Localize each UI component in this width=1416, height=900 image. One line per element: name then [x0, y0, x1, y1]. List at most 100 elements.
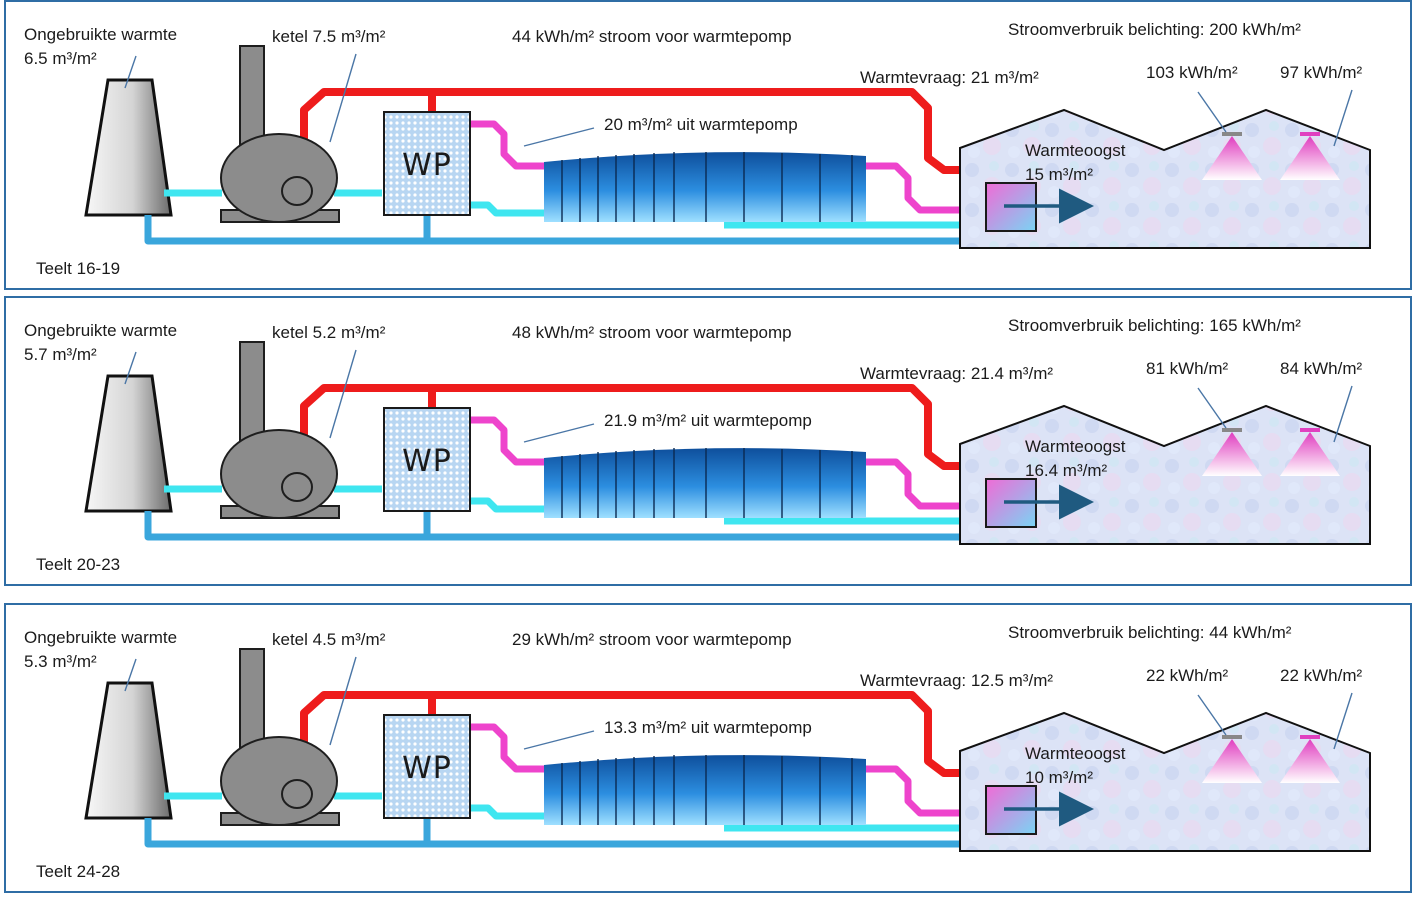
heatpump-box [383, 714, 471, 819]
greenhouse [959, 711, 1371, 852]
heatpump-box [383, 407, 471, 512]
panel-frame [4, 296, 1412, 586]
period-label: Teelt 20-23 [36, 555, 121, 574]
heatpump-pipe-out [470, 416, 544, 466]
return-pipe [144, 511, 968, 541]
heatpump-label: WP [402, 148, 452, 183]
lamp-left-label: 22 kWh/m² [1146, 666, 1229, 685]
heatpump: WP [383, 714, 471, 819]
heatpump-pipe-in [866, 162, 988, 214]
period-label: Teelt 16-19 [36, 259, 121, 278]
heatpump-pipe-in [866, 765, 988, 817]
buffer-tank [544, 152, 866, 222]
lamp-left-label: 103 kWh/m² [1146, 63, 1238, 82]
buffer-tank [544, 755, 866, 825]
period-label: Teelt 24-28 [36, 862, 121, 881]
boiler-body [220, 429, 338, 519]
cooling-tower [84, 374, 173, 513]
lamp-right-label: 84 kWh/m² [1280, 359, 1363, 378]
heatpump-pipe-in [866, 458, 988, 510]
lamp-left [1202, 132, 1262, 180]
tank-ribs [561, 152, 853, 222]
heat-harvest-value: 10 m³/m² [1025, 768, 1093, 787]
heatpump-label: WP [402, 751, 452, 786]
unused-heat-value: 6.5 m³/m² [24, 49, 97, 68]
heat-harvest-title: Warmteoogst [1025, 141, 1126, 160]
heatpump-output-label: 20 m³/m² uit warmtepomp [604, 115, 798, 134]
greenhouse [959, 404, 1371, 545]
heat-demand-label: Warmtevraag: 21.4 m³/m² [860, 364, 1054, 383]
leader-lines [124, 53, 1353, 147]
heatpump-pipe-out [470, 723, 544, 773]
lamp-right [1280, 428, 1340, 476]
pipes [144, 384, 988, 541]
boiler-label: ketel 5.2 m³/m² [272, 323, 386, 342]
heatpump: WP [383, 111, 471, 216]
system-diagram: WP [84, 341, 1371, 545]
cooling-tower [84, 78, 173, 217]
lamp-right [1280, 132, 1340, 180]
buffer-tank [544, 448, 866, 518]
heatpump: WP [383, 407, 471, 512]
heatpump-power-label: 48 kWh/m² stroom voor warmtepomp [512, 323, 792, 342]
heatpump-output-label: 21.9 m³/m² uit warmtepomp [604, 411, 812, 430]
lamp-right-label: 22 kWh/m² [1280, 666, 1363, 685]
return-pipe [144, 215, 968, 245]
heat-demand-label: Warmtevraag: 21 m³/m² [860, 68, 1039, 87]
panel-frame [4, 603, 1412, 893]
heatpump-output-label: 13.3 m³/m² uit warmtepomp [604, 718, 812, 737]
lighting-total-label: Stroomverbruik belichting: 200 kWh/m² [1008, 20, 1301, 39]
tank-ribs [561, 448, 853, 518]
cooling-tower [84, 681, 173, 820]
lamp-left-label: 81 kWh/m² [1146, 359, 1229, 378]
lamp-right-label: 97 kWh/m² [1280, 63, 1363, 82]
heat-harvest-title: Warmteoogst [1025, 744, 1126, 763]
leader-lines [124, 656, 1353, 750]
greenhouse [959, 108, 1371, 249]
heatpump-label: WP [402, 444, 452, 479]
unused-heat-title: Ongebruikte warmte [24, 628, 178, 647]
boiler-label: ketel 4.5 m³/m² [272, 630, 386, 649]
hot-pipe [300, 384, 968, 470]
boiler-burner [281, 779, 313, 809]
unused-heat-value: 5.3 m³/m² [24, 652, 97, 671]
pipes [144, 88, 988, 245]
heat-harvest-value: 16.4 m³/m² [1025, 461, 1108, 480]
tank-ribs [561, 755, 853, 825]
return-pipe [144, 818, 968, 848]
heat-harvest-title: Warmteoogst [1025, 437, 1126, 456]
boiler-body [220, 133, 338, 223]
panel-frame [4, 0, 1412, 290]
lamp-left [1202, 735, 1262, 783]
boiler-body [220, 736, 338, 826]
boiler-burner [281, 176, 313, 206]
system-diagram: WP [84, 648, 1371, 852]
boiler [220, 45, 340, 223]
heatpump-power-label: 29 kWh/m² stroom voor warmtepomp [512, 630, 792, 649]
panel-period-1: WP [4, 0, 1412, 290]
heat-demand-label: Warmtevraag: 12.5 m³/m² [860, 671, 1054, 690]
cold-pipe-wp-tank [470, 201, 544, 217]
unused-heat-title: Ongebruikte warmte [24, 321, 178, 340]
panel-period-3: WP [4, 603, 1412, 893]
boiler [220, 648, 340, 826]
cold-pipe-wp-tank [470, 497, 544, 513]
unused-heat-title: Ongebruikte warmte [24, 25, 178, 44]
panel-period-2: WP [4, 296, 1412, 586]
unused-heat-value: 5.7 m³/m² [24, 345, 97, 364]
lamp-left [1202, 428, 1262, 476]
hot-pipe [300, 691, 968, 777]
boiler-label: ketel 7.5 m³/m² [272, 27, 386, 46]
pipes [144, 691, 988, 848]
cold-pipe-wp-tank [470, 804, 544, 820]
heatpump-box [383, 111, 471, 216]
hot-pipe [300, 88, 968, 174]
heat-harvest-value: 15 m³/m² [1025, 165, 1093, 184]
system-diagram: WP [84, 45, 1371, 249]
boiler [220, 341, 340, 519]
lamp-right [1280, 735, 1340, 783]
lighting-total-label: Stroomverbruik belichting: 44 kWh/m² [1008, 623, 1292, 642]
heatpump-power-label: 44 kWh/m² stroom voor warmtepomp [512, 27, 792, 46]
boiler-burner [281, 472, 313, 502]
leader-lines [124, 349, 1353, 443]
